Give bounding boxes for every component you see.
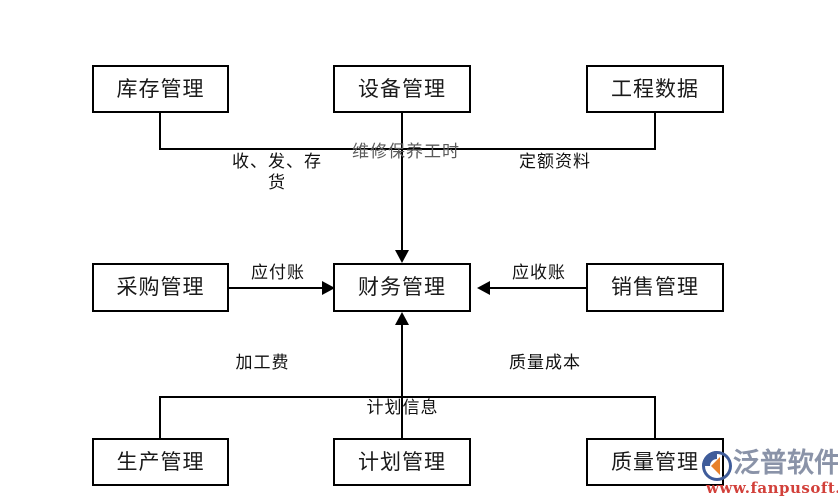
node-equipment[interactable]: 设备管理 xyxy=(333,65,471,113)
node-finance[interactable]: 财务管理 xyxy=(333,263,471,312)
edge-purchasing-to-finance xyxy=(229,287,326,289)
fanpu-url-text: www.fanpusoft.com xyxy=(706,479,838,497)
edge-production-riser xyxy=(159,396,161,440)
edge-label-quality-cost: 质量成本 xyxy=(509,353,581,373)
fanpu-logo-icon xyxy=(702,451,732,481)
edge-equipment-drop xyxy=(401,112,403,150)
edge-bottom-bus-to-finance xyxy=(401,325,403,398)
fanpu-brand-text: 泛普软件 xyxy=(733,448,838,479)
edge-quality-riser xyxy=(654,396,656,440)
arrowhead-top-to-finance xyxy=(395,250,409,263)
edge-label-receipt-issue-stock: 收、发、存 货 xyxy=(232,152,322,194)
node-quality-label: 质量管理 xyxy=(611,449,699,474)
arrowhead-purchasing-to-finance xyxy=(322,281,335,295)
edge-label-accounts-receivable: 应收账 xyxy=(512,263,566,283)
edge-top-bus xyxy=(159,148,656,150)
node-engineering-label: 工程数据 xyxy=(611,76,699,101)
node-equipment-label: 设备管理 xyxy=(358,76,446,101)
edge-top-bus-to-finance xyxy=(401,148,403,251)
node-production-label: 生产管理 xyxy=(116,449,205,474)
node-planning-label: 计划管理 xyxy=(358,449,446,474)
edge-label-accounts-payable: 应付账 xyxy=(251,263,305,283)
fanpu-watermark: 泛普软件 www.fanpusoft.com xyxy=(700,448,838,503)
arrowhead-bottom-to-finance xyxy=(395,312,409,325)
arrowhead-sales-to-finance xyxy=(477,281,490,295)
edge-engineering-drop xyxy=(654,112,656,150)
node-sales[interactable]: 销售管理 xyxy=(586,263,724,312)
node-purchasing-label: 采购管理 xyxy=(116,275,205,299)
edge-planning-riser xyxy=(401,396,403,440)
node-engineering[interactable]: 工程数据 xyxy=(586,65,724,113)
node-production[interactable]: 生产管理 xyxy=(92,438,229,486)
node-inventory[interactable]: 库存管理 xyxy=(92,65,229,113)
node-finance-label: 财务管理 xyxy=(358,275,446,299)
edge-inventory-drop xyxy=(159,112,161,150)
edge-label-plan-info: 计划信息 xyxy=(366,398,439,418)
node-quality[interactable]: 质量管理 xyxy=(586,438,724,486)
edge-sales-to-finance xyxy=(490,287,586,289)
node-inventory-label: 库存管理 xyxy=(116,76,205,101)
edge-label-maintenance-hours: 维修保养工时 xyxy=(352,142,460,162)
node-sales-label: 销售管理 xyxy=(611,275,699,299)
edge-label-processing-fee: 加工费 xyxy=(235,353,290,373)
edge-label-quota-data: 定额资料 xyxy=(519,152,591,172)
node-planning[interactable]: 计划管理 xyxy=(333,438,471,486)
edge-bottom-bus xyxy=(159,396,656,398)
node-purchasing[interactable]: 采购管理 xyxy=(92,263,229,312)
